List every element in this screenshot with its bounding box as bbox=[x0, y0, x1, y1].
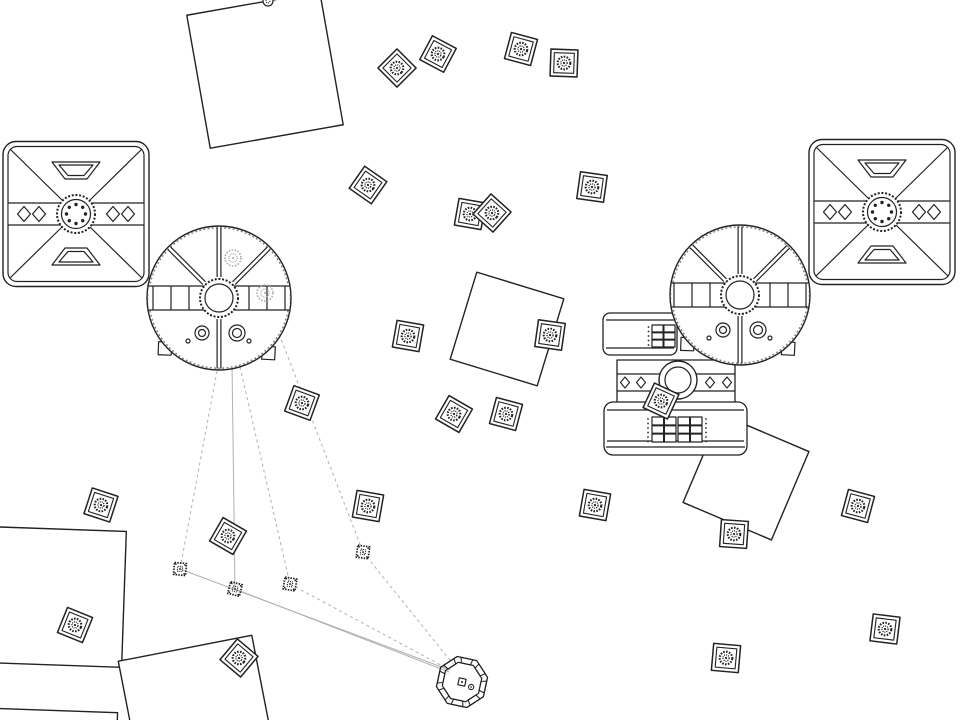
gear-icon bbox=[231, 650, 247, 666]
tether-line bbox=[234, 588, 450, 673]
gear-icon bbox=[726, 526, 742, 542]
supply-crate[interactable] bbox=[718, 518, 750, 550]
gear-icon bbox=[498, 406, 514, 422]
supply-crate[interactable] bbox=[348, 165, 388, 205]
supply-crate[interactable] bbox=[869, 613, 901, 645]
habitat-modules[interactable] bbox=[602, 312, 748, 456]
thruster-pod bbox=[438, 687, 450, 701]
supply-crate[interactable] bbox=[488, 396, 524, 432]
gear-icon bbox=[446, 406, 462, 422]
drone-ship[interactable] bbox=[434, 654, 491, 711]
asteroid bbox=[186, 0, 344, 149]
gear-icon bbox=[389, 60, 405, 76]
thruster-pod bbox=[478, 680, 488, 694]
thruster-pod bbox=[467, 694, 481, 706]
gear-icon bbox=[513, 41, 529, 57]
supply-crate[interactable] bbox=[549, 48, 579, 78]
supply-crate[interactable] bbox=[391, 319, 425, 353]
supply-crate[interactable] bbox=[219, 638, 259, 678]
gear-icon bbox=[294, 395, 310, 411]
gear-icon bbox=[542, 327, 558, 343]
gear-icon bbox=[584, 179, 600, 195]
supply-crate[interactable] bbox=[83, 487, 119, 523]
supply-crate[interactable] bbox=[434, 394, 474, 434]
supply-crate[interactable] bbox=[534, 319, 566, 351]
edge-object bbox=[262, 0, 274, 7]
tether-line bbox=[289, 583, 451, 671]
defense-platform-west[interactable] bbox=[2, 140, 150, 288]
gear-icon bbox=[850, 498, 866, 514]
thruster-pod bbox=[443, 658, 457, 670]
ghost-cargo-marker bbox=[224, 249, 242, 267]
thruster-pod bbox=[460, 656, 474, 666]
defense-platform-east[interactable] bbox=[808, 138, 956, 286]
supply-crate[interactable] bbox=[418, 34, 458, 74]
gear-icon bbox=[718, 650, 734, 666]
supply-crate[interactable] bbox=[840, 488, 876, 524]
asteroid bbox=[0, 525, 128, 669]
gear-icon bbox=[430, 46, 446, 62]
gear-icon bbox=[484, 205, 500, 221]
supply-crate[interactable] bbox=[642, 382, 680, 420]
gear-icon bbox=[220, 528, 236, 544]
gear-icon bbox=[93, 497, 109, 513]
proximity-mine[interactable] bbox=[355, 544, 371, 560]
thruster-pod bbox=[436, 670, 446, 684]
supply-crate[interactable] bbox=[56, 606, 94, 644]
gear-icon bbox=[360, 177, 376, 193]
supply-crate[interactable] bbox=[377, 48, 417, 88]
gear-icon bbox=[653, 393, 669, 409]
gear-icon bbox=[67, 617, 83, 633]
gear-icon bbox=[877, 621, 893, 637]
ghost-cargo-marker bbox=[256, 284, 274, 302]
thruster-pod bbox=[450, 698, 464, 708]
gear-icon bbox=[587, 497, 603, 513]
supply-crate[interactable] bbox=[578, 488, 612, 522]
supply-crate[interactable] bbox=[208, 516, 248, 556]
tether-lines bbox=[179, 304, 454, 673]
supply-crate[interactable] bbox=[503, 31, 539, 67]
ring-station-east[interactable] bbox=[669, 224, 811, 366]
thruster-pod bbox=[474, 663, 486, 677]
supply-crate[interactable] bbox=[576, 171, 608, 203]
supply-crate[interactable] bbox=[472, 193, 512, 233]
drone-core bbox=[457, 677, 467, 687]
tether-line bbox=[179, 370, 218, 570]
ring-station-west[interactable] bbox=[146, 225, 292, 371]
supply-crate[interactable] bbox=[351, 489, 385, 523]
proximity-mine[interactable] bbox=[282, 576, 298, 592]
gear-icon bbox=[360, 498, 376, 514]
supply-crate[interactable] bbox=[283, 384, 321, 422]
gear-icon bbox=[400, 328, 416, 344]
tether-line bbox=[362, 551, 454, 665]
supply-crate[interactable] bbox=[710, 642, 742, 674]
tether-line bbox=[267, 304, 364, 553]
asteroid bbox=[0, 706, 119, 720]
gear-icon bbox=[556, 55, 572, 71]
